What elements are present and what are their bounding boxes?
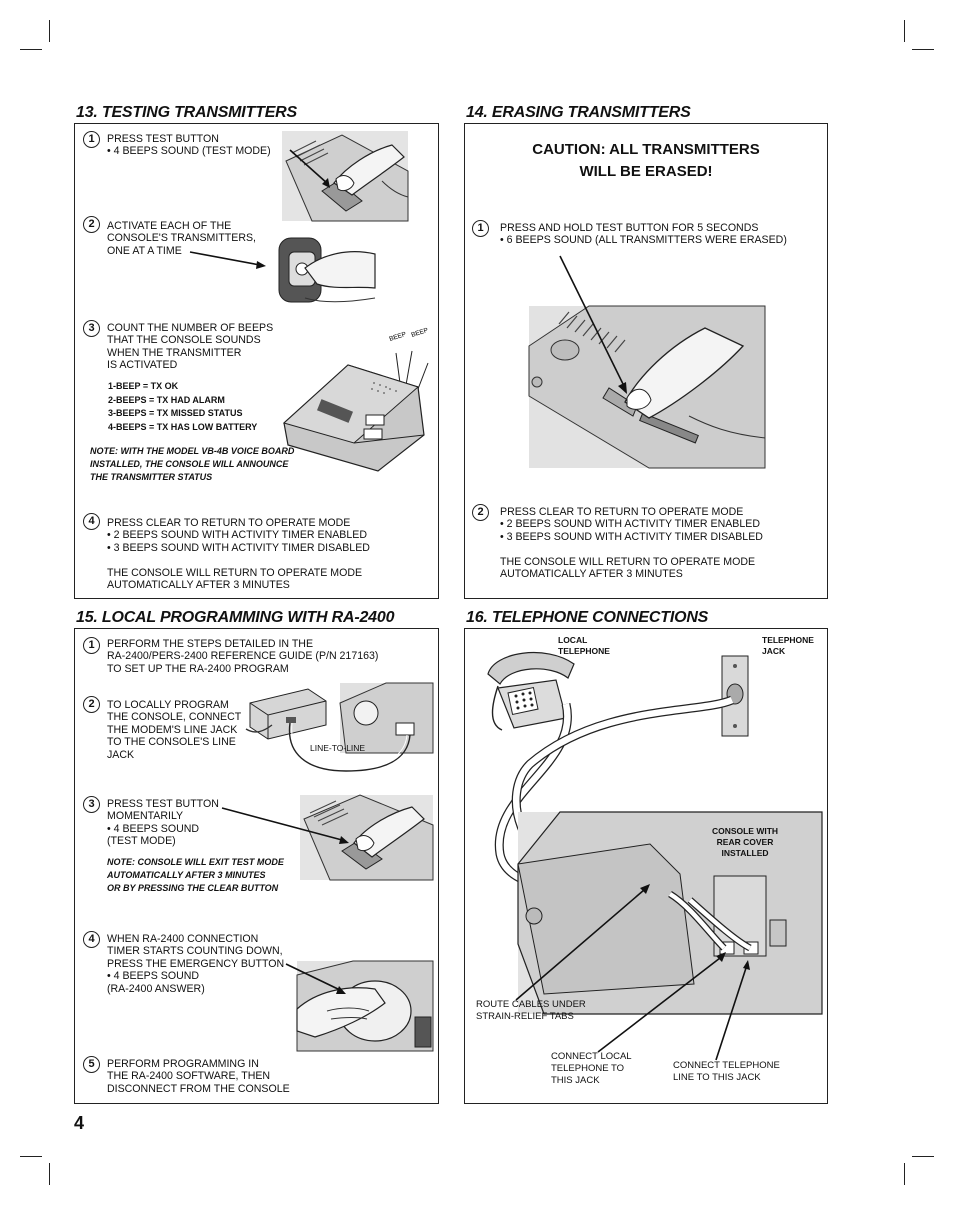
- svg-text:BEEP: BEEP: [388, 331, 407, 343]
- connect-line-label: CONNECT TELEPHONE LINE TO THIS JACK: [673, 1060, 780, 1083]
- connect-local-label: CONNECT LOCAL TELEPHONE TO THIS JACK: [551, 1051, 632, 1086]
- section-14-panel: [464, 123, 828, 599]
- crop-mark: [20, 1156, 42, 1157]
- section-16-title: 16. TELEPHONE CONNECTIONS: [466, 609, 709, 626]
- step-number: 4: [83, 931, 100, 948]
- step-number: 1: [83, 637, 100, 654]
- crop-mark: [904, 1163, 905, 1185]
- pointer-arrow: [221, 807, 349, 844]
- caution-heading: CAUTION: ALL TRANSMITTERS WILL BE ERASED…: [532, 141, 760, 180]
- crop-mark: [20, 49, 42, 50]
- crop-mark: [912, 49, 934, 50]
- step-text: PRESS TEST BUTTON • 4 BEEPS SOUND (TEST …: [107, 133, 271, 158]
- crop-mark: [49, 1163, 50, 1185]
- step-text: ACTIVATE EACH OF THE CONSOLE'S TRANSMITT…: [107, 220, 256, 257]
- cable-label: LINE-TO-LINE: [310, 743, 366, 753]
- test-mode-note: NOTE: CONSOLE WILL EXIT TEST MODE AUTOMA…: [107, 857, 284, 893]
- voice-board-note: NOTE: WITH THE MODEL VB-4B VOICE BOARD I…: [90, 446, 295, 482]
- step-text: WHEN RA-2400 CONNECTION TIMER STARTS COU…: [107, 933, 285, 995]
- section-15-panel: [74, 628, 439, 1104]
- step-number: 2: [83, 216, 100, 233]
- svg-text:BEEP: BEEP: [410, 327, 429, 339]
- pointer-arrow: [289, 149, 330, 188]
- crop-mark: [49, 20, 50, 42]
- press-test-button-illustration: [300, 794, 434, 881]
- telephone-jack-label: TELEPHONE JACK: [762, 635, 814, 656]
- beep-codes: 1-BEEP = TX OK 2-BEEPS = TX HAD ALARM 3-…: [108, 381, 258, 432]
- section-15-title: 15. LOCAL PROGRAMMING WITH RA-2400: [76, 609, 395, 626]
- step-text: PRESS CLEAR TO RETURN TO OPERATE MODE • …: [107, 517, 370, 592]
- step-text: PERFORM PROGRAMMING IN THE RA-2400 SOFTW…: [107, 1058, 290, 1095]
- console-label: CONSOLE WITH REAR COVER INSTALLED: [711, 826, 779, 858]
- step-number: 1: [472, 220, 489, 237]
- crop-mark: [904, 20, 905, 42]
- pointer-arrow: [715, 960, 750, 1061]
- emergency-button-illustration: [296, 960, 434, 1052]
- modem-console-connection-illustration: [245, 682, 434, 772]
- section-14-title: 14. ERASING TRANSMITTERS: [466, 104, 691, 121]
- step-number: 1: [83, 131, 100, 148]
- step-number: 2: [83, 696, 100, 713]
- pointer-arrow: [515, 884, 650, 1001]
- local-telephone-label: LOCAL TELEPHONE: [558, 635, 610, 656]
- step-text: PRESS CLEAR TO RETURN TO OPERATE MODE • …: [500, 506, 763, 581]
- pendant-transmitter-illustration: [278, 237, 376, 303]
- crop-mark: [912, 1156, 934, 1157]
- pointer-arrow: [285, 963, 346, 994]
- page-number: 4: [74, 1113, 85, 1133]
- section-13-title: 13. TESTING TRANSMITTERS: [76, 104, 297, 121]
- route-cables-label: ROUTE CABLES UNDER STRAIN-RELIEF TABS: [476, 999, 586, 1022]
- pointer-arrow: [597, 952, 726, 1053]
- step-text: PERFORM THE STEPS DETAILED IN THE RA-240…: [107, 638, 379, 675]
- console-beeping-illustration: BEEP BEEP: [282, 327, 429, 472]
- section-13-panel: [74, 123, 439, 599]
- section-16-panel: [464, 628, 828, 1104]
- step-number: 5: [83, 1056, 100, 1073]
- step-text: TO LOCALLY PROGRAM THE CONSOLE, CONNECT …: [107, 699, 242, 761]
- step-text: PRESS AND HOLD TEST BUTTON FOR 5 SECONDS…: [500, 222, 787, 247]
- pointer-arrow: [559, 255, 627, 394]
- step-number: 4: [83, 513, 100, 530]
- step-text: COUNT THE NUMBER OF BEEPS THAT THE CONSO…: [107, 322, 274, 372]
- hold-test-button-illustration: [528, 305, 766, 469]
- step-number: 2: [472, 504, 489, 521]
- step-number: 3: [83, 796, 100, 813]
- press-test-button-illustration: [282, 131, 409, 222]
- pointer-arrow: [189, 251, 266, 269]
- step-text: PRESS TEST BUTTON MOMENTARILY • 4 BEEPS …: [107, 798, 219, 848]
- step-number: 3: [83, 320, 100, 337]
